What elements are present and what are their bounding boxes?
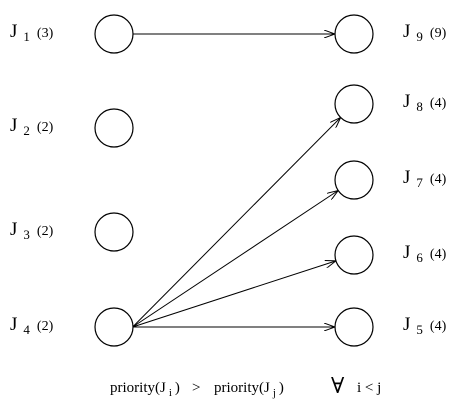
edge-j4-to-j7 [132, 191, 339, 328]
caption-operator: > [192, 380, 200, 396]
job-node-j7 [334, 160, 374, 200]
job-node-j2 [94, 108, 134, 148]
job-node-j4 [94, 307, 134, 347]
edge-j4-to-j6 [132, 261, 336, 328]
edges-layer [132, 34, 341, 328]
nodes-layer [94, 14, 374, 347]
forall-symbol: ∀ [331, 373, 345, 398]
caption-condition: i < j [357, 380, 381, 396]
job-node-j8 [334, 84, 374, 124]
job-node-j1 [94, 14, 134, 54]
job-node-j5 [334, 307, 374, 347]
job-node-j6 [334, 235, 374, 275]
edge-j4-to-j8 [132, 117, 341, 328]
job-node-j9 [334, 14, 374, 54]
job-node-j3 [94, 212, 134, 252]
